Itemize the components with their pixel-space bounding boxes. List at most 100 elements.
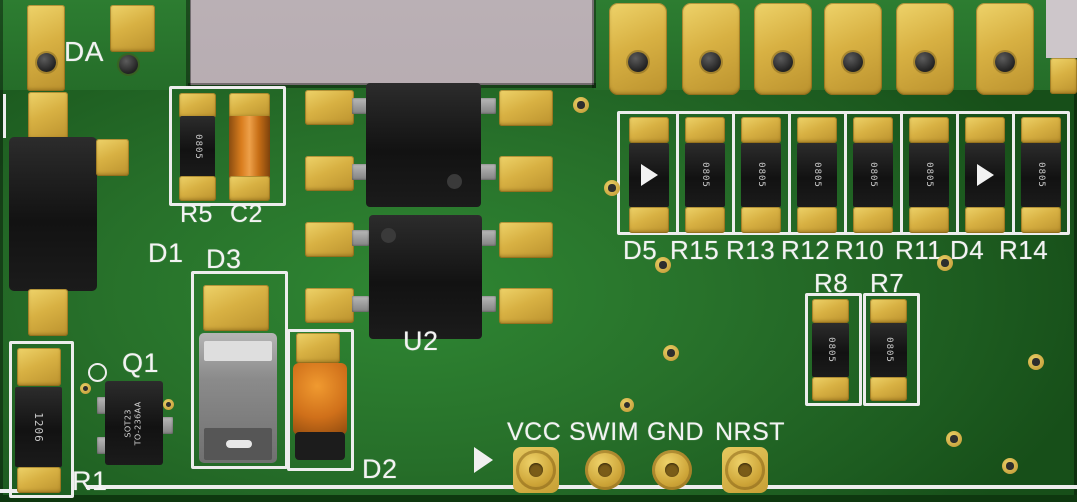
pad-d2-top (296, 333, 340, 363)
connector-pad-6 (976, 3, 1034, 95)
via (663, 345, 679, 361)
pad-d3-top (203, 285, 269, 331)
label-r5: R5 (180, 200, 213, 228)
testpoint-pad-vcc (516, 450, 556, 490)
pad (909, 207, 949, 233)
u2-pin (352, 164, 369, 180)
r7-body: 0805 (870, 323, 907, 377)
silkscreen-outline-r7 (863, 293, 920, 406)
label-r13: R13 (726, 235, 776, 265)
component-d5 (622, 111, 678, 235)
drill-hole (628, 52, 648, 72)
connector-pad-4 (824, 3, 882, 95)
u2-pin (479, 98, 496, 114)
r11-body: 0805 (909, 143, 949, 207)
label-c2: C2 (230, 200, 263, 228)
testpoint-hole (665, 463, 679, 477)
pad-r5-bottom (179, 176, 216, 201)
label-d3: D3 (206, 244, 242, 274)
q1-marking-line2: TO-236AA (134, 401, 143, 445)
label-da: DA (64, 36, 104, 67)
pad-u2-right-2 (499, 156, 553, 192)
silkscreen-left-line (3, 94, 6, 138)
board-edge (0, 0, 3, 502)
drill-hole (37, 53, 56, 72)
testpoint-pad-gnd (652, 450, 692, 490)
via (620, 398, 634, 412)
pad (1021, 207, 1061, 233)
label-r10: R10 (835, 235, 885, 265)
pad (741, 207, 781, 233)
u2-pin (479, 230, 496, 246)
testpoint-hole (738, 463, 752, 477)
via (1002, 458, 1018, 474)
label-d4: D4 (950, 235, 985, 265)
silkscreen-outline-r1 (9, 341, 74, 498)
component-r14: 0805 (1014, 111, 1070, 235)
label-r11: R11 (895, 235, 943, 265)
testpoint-label-nrst: NRST (715, 418, 786, 446)
pad (965, 117, 1005, 143)
connector-pad-3 (754, 3, 812, 95)
pad (685, 207, 725, 233)
pad-d1-bottom (28, 289, 68, 336)
pad-r5-top (179, 93, 216, 118)
r15-body: 0805 (685, 143, 725, 207)
via (946, 431, 962, 447)
label-r7: R7 (870, 268, 905, 298)
silkscreen-separator (956, 112, 959, 234)
pad (741, 117, 781, 143)
r7-marking: 0805 (883, 337, 894, 363)
r1-body: 1206 (15, 387, 62, 467)
testpoint-hole (529, 463, 543, 477)
pad-r1-top (17, 348, 61, 386)
pad-d1-right (96, 139, 129, 176)
label-r8: R8 (814, 268, 849, 298)
pad-r7-bottom (870, 377, 907, 401)
component-r13: 0805 (734, 111, 790, 235)
c2-body (229, 116, 270, 178)
silkscreen-outline-d2 (287, 329, 354, 471)
d3-glint (226, 440, 252, 448)
pad-c2-bottom (229, 176, 270, 201)
silkscreen-outline-component-row (617, 111, 1070, 235)
component-r10: 0805 (846, 111, 902, 235)
testpoint-hole (598, 463, 612, 477)
label-r14: R14 (999, 235, 1049, 265)
connector-pad-1 (609, 3, 667, 95)
silkscreen-separator (788, 112, 791, 234)
label-q1: Q1 (122, 348, 160, 378)
pad-top-left-2 (110, 5, 155, 52)
r5-body: 0805 (180, 116, 215, 178)
u2-pin1-dot (447, 174, 462, 189)
r15-marking: 0805 (700, 162, 710, 188)
pad (909, 117, 949, 143)
pad-r8-top (812, 299, 849, 323)
label-d2: D2 (362, 454, 398, 484)
u2-pin (479, 296, 496, 312)
label-d5: D5 (623, 235, 658, 265)
pad-r1-bottom (17, 467, 61, 493)
r8-body: 0805 (812, 323, 849, 377)
d1-body (9, 137, 97, 291)
pad-u2-right-4 (499, 288, 553, 324)
pad (853, 117, 893, 143)
pad (1021, 117, 1061, 143)
board-edge-bottom (0, 495, 1077, 502)
via (1028, 354, 1044, 370)
d3-cathode-band (204, 341, 272, 361)
label-r15: R15 (670, 235, 720, 265)
testpoint-label-swim: SWIM (569, 418, 640, 446)
component-r15: 0805 (678, 111, 734, 235)
board-edge (186, 0, 191, 88)
diode-cathode-mark-icon (976, 164, 994, 186)
r14-marking: 0805 (1036, 162, 1046, 188)
pad (629, 117, 669, 143)
r12-marking: 0805 (812, 162, 822, 188)
connector-pad-2 (682, 3, 740, 95)
r5-marking: 0805 (192, 134, 203, 160)
r13-body: 0805 (741, 143, 781, 207)
pad (797, 117, 837, 143)
r10-marking: 0805 (868, 162, 878, 188)
drill-hole (915, 52, 935, 72)
